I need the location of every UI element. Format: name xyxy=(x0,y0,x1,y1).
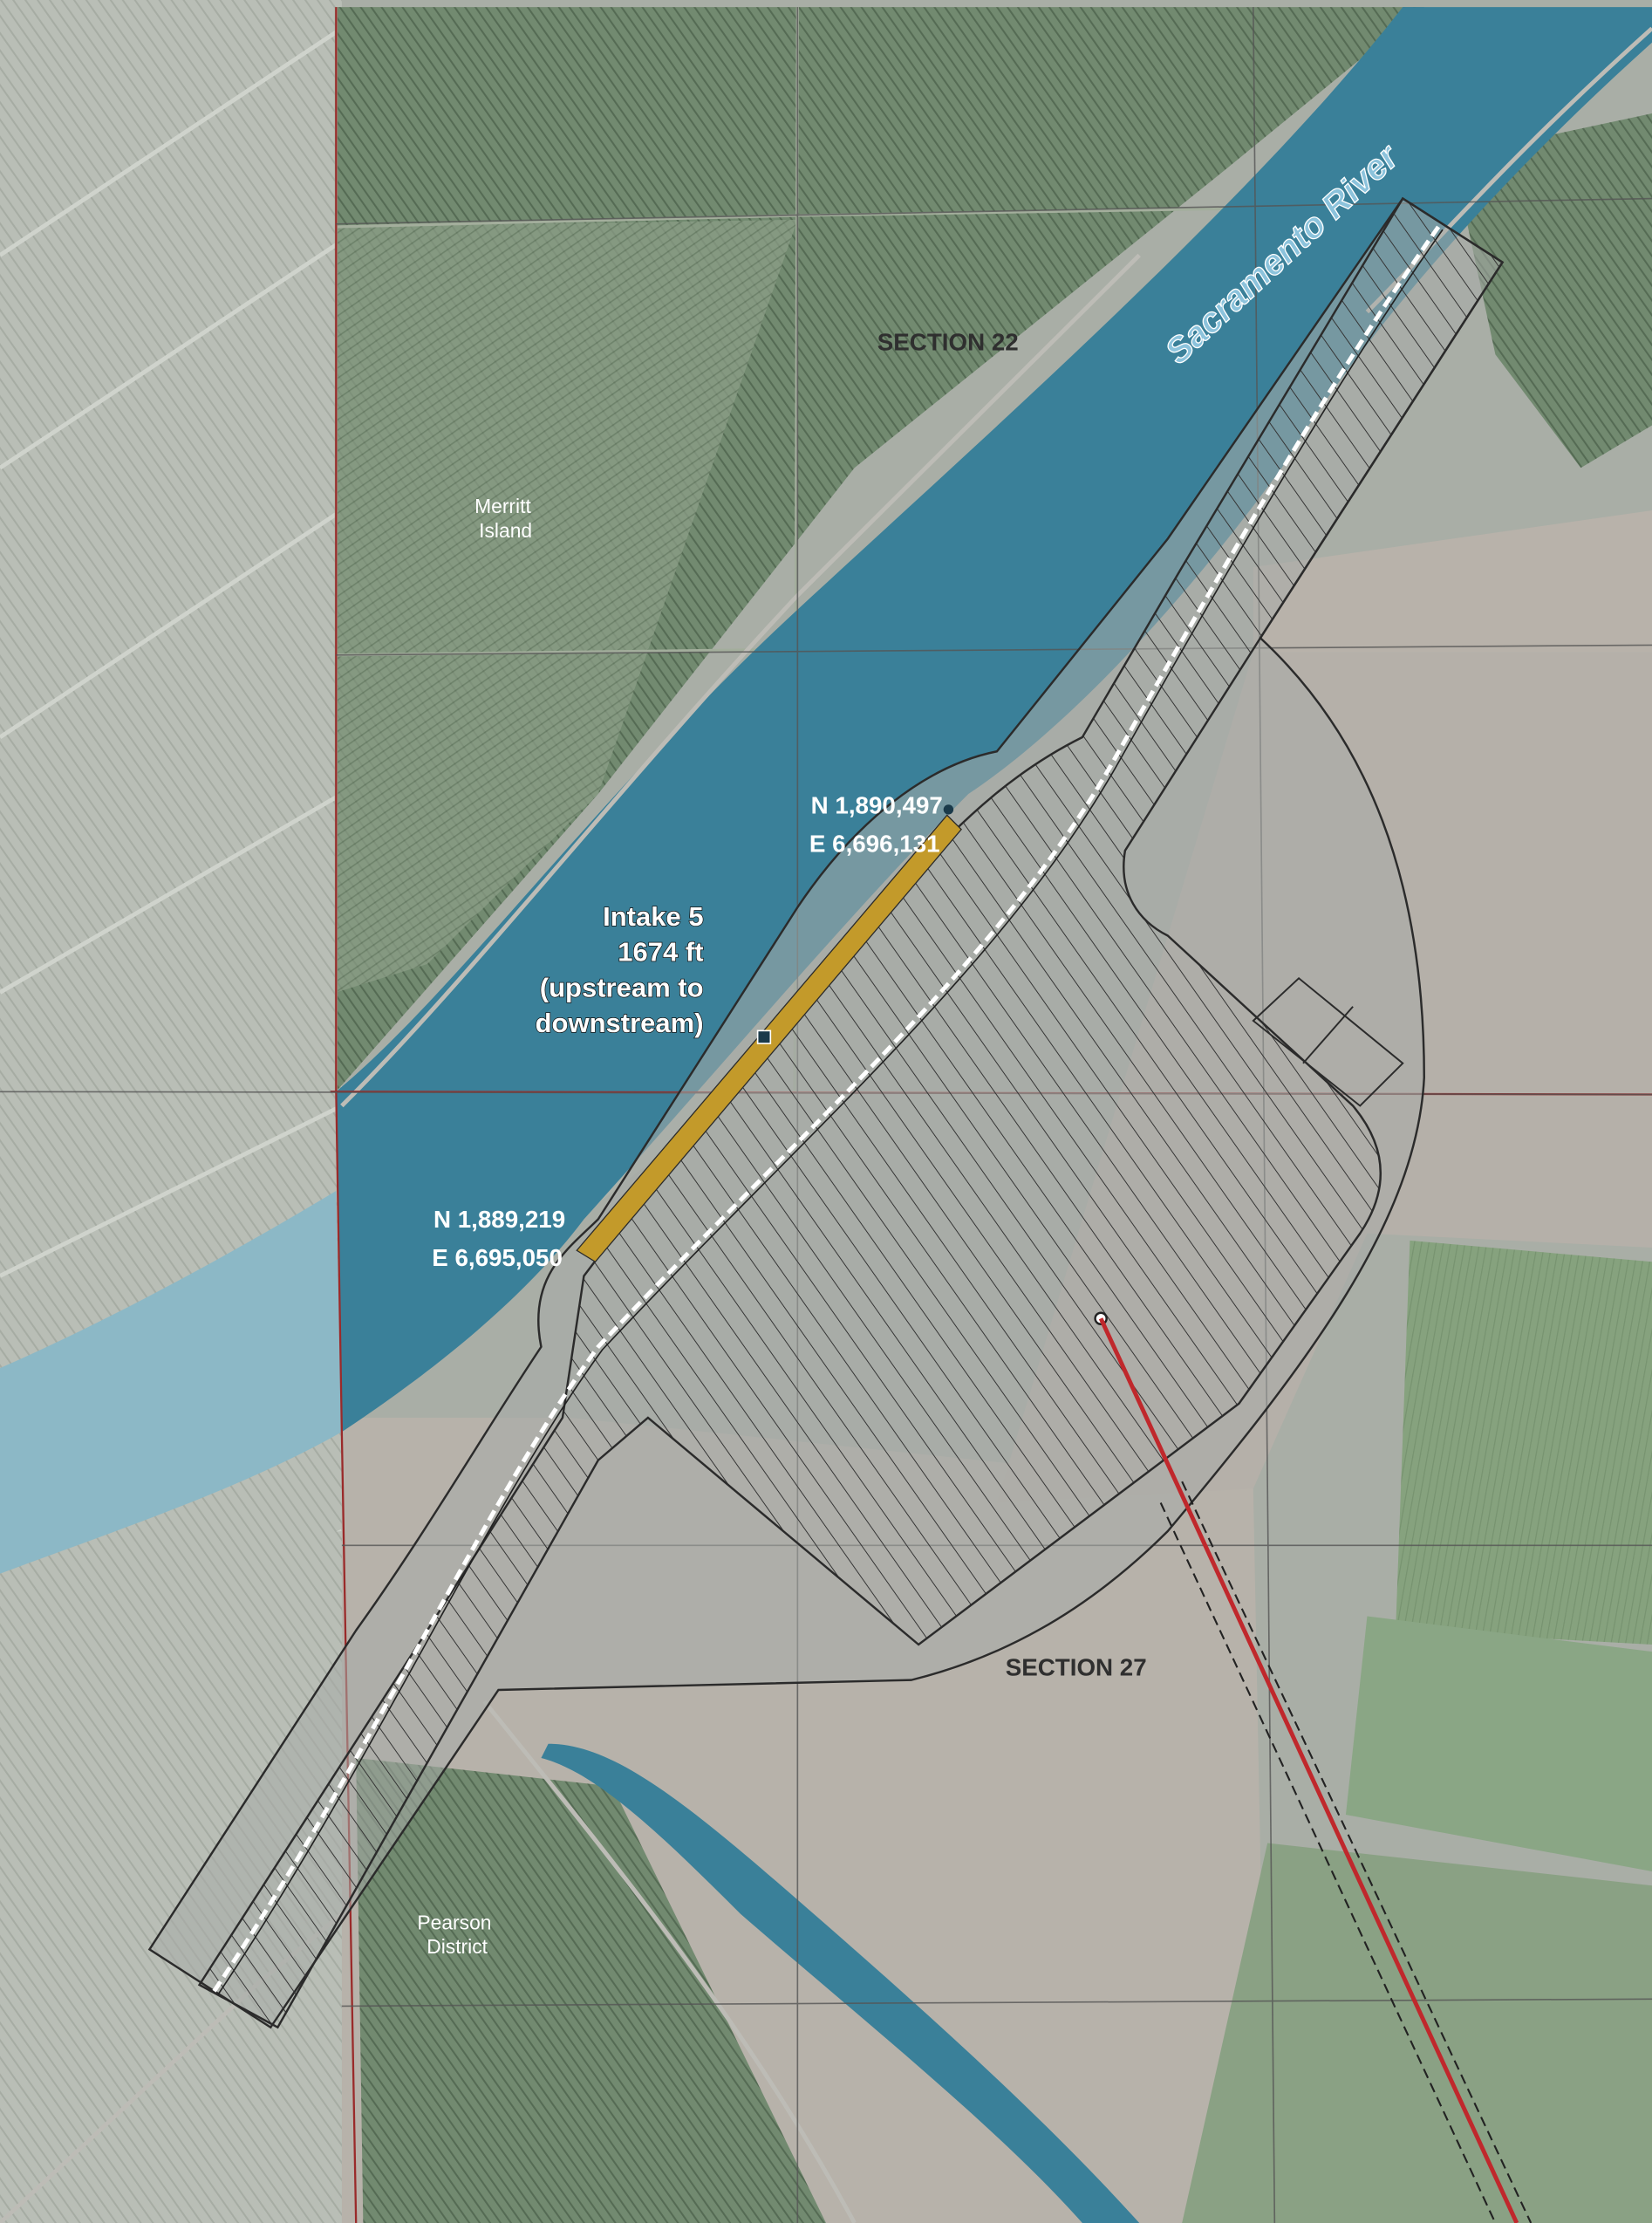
upstream-northing: N 1,890,497 xyxy=(811,792,943,819)
drainage-canal xyxy=(541,1743,1140,2223)
green-field-se-3 xyxy=(1182,1843,1652,2223)
upstream-easting: E 6,696,131 xyxy=(809,831,940,858)
merritt-island-label: Merritt Island xyxy=(474,495,536,542)
coords-downstream: N 1,889,219 E 6,695,050 xyxy=(432,1206,565,1271)
coords-upstream: N 1,890,497 E 6,696,131 xyxy=(809,792,943,858)
tunnel-alignment xyxy=(1098,1317,1519,2223)
orchard-merritt-island-light xyxy=(336,219,798,993)
intake-note-line1: (upstream to xyxy=(540,972,704,1002)
orchard-pearson xyxy=(356,1758,826,2223)
bare-field-ne xyxy=(1253,510,1652,653)
access-road-centerline xyxy=(211,225,1441,1994)
tunnel-easement xyxy=(1159,1481,1533,2223)
pearson-line: Pearson xyxy=(417,1912,491,1934)
intake-midpoint-marker xyxy=(756,1029,772,1044)
downstream-northing: N 1,889,219 xyxy=(433,1206,565,1233)
merritt-line: Merritt xyxy=(474,495,531,517)
island-line: Island xyxy=(479,519,532,542)
green-field-se xyxy=(1396,1240,1652,1645)
intake-note-line2: downstream) xyxy=(536,1008,704,1038)
intake-label-group: Intake 5 1674 ft (upstream to downstream… xyxy=(535,900,704,1038)
intake-length: 1674 ft xyxy=(618,937,703,968)
district-line: District xyxy=(427,1935,488,1958)
green-field-se-2 xyxy=(1345,1616,1652,1871)
upstream-point-marker xyxy=(943,804,954,815)
pad-outline xyxy=(1252,976,1404,1107)
section-22-label: SECTION 22 xyxy=(877,328,1019,355)
section-27-label: SECTION 27 xyxy=(1006,1654,1147,1681)
sacramento-river-faded xyxy=(0,1191,342,1574)
orchard-sw xyxy=(0,1531,342,2223)
intake-name: Intake 5 xyxy=(603,901,703,932)
downstream-easting: E 6,695,050 xyxy=(432,1244,563,1271)
pearson-district-label: Pearson District xyxy=(417,1912,496,1959)
access-road-edge xyxy=(217,229,1444,1995)
